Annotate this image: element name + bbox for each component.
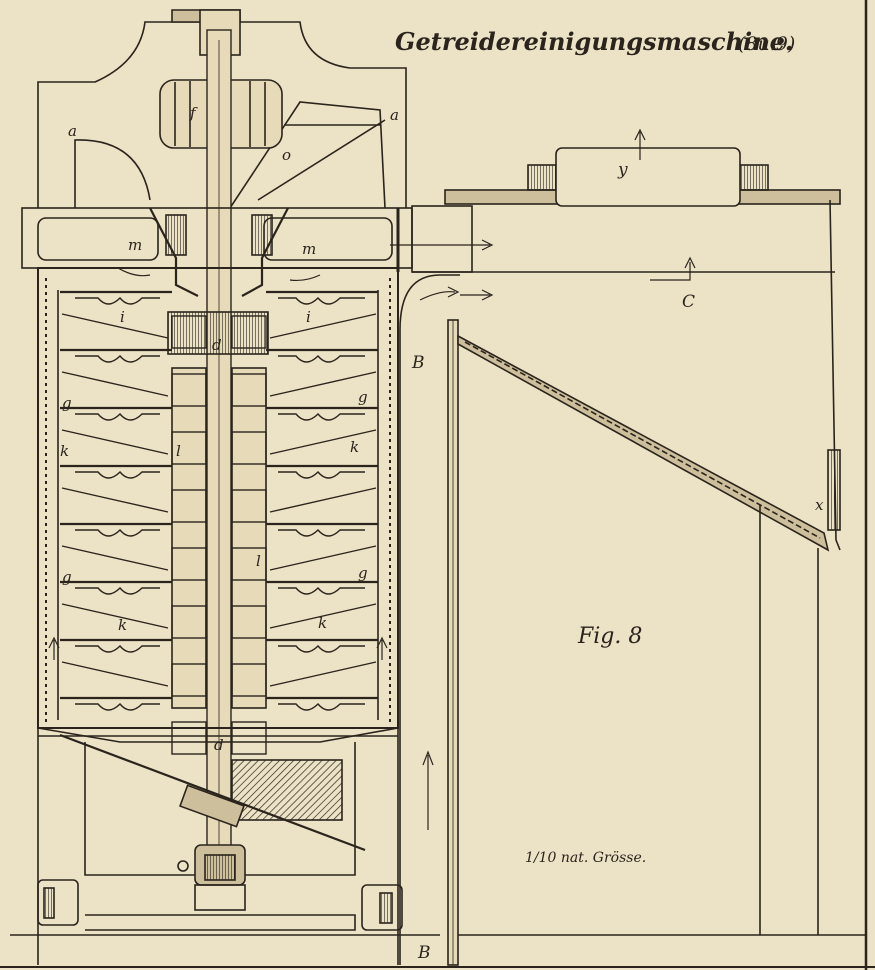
baffle-right bbox=[269, 487, 377, 513]
label-B-upper: B bbox=[411, 353, 425, 373]
trough-right bbox=[278, 702, 365, 711]
label-k-right-2: k bbox=[318, 614, 327, 632]
drum-step-left bbox=[171, 721, 207, 755]
baffle-left bbox=[61, 487, 169, 513]
trough-right bbox=[278, 354, 365, 363]
brush-d bbox=[167, 311, 269, 355]
label-a-left: a bbox=[68, 122, 77, 140]
trough-right bbox=[278, 586, 365, 595]
trough-right bbox=[278, 296, 365, 305]
air-channel bbox=[399, 205, 835, 966]
trough-left bbox=[75, 354, 160, 363]
label-k-left-1: k bbox=[60, 442, 69, 460]
label-a-right: a bbox=[390, 106, 399, 124]
figure-label: Fig. 8 bbox=[577, 624, 642, 649]
baffle-right bbox=[269, 661, 377, 687]
trough-left bbox=[75, 702, 160, 711]
drum-step-left bbox=[171, 547, 207, 581]
drum-step-right bbox=[231, 663, 267, 697]
airflow-arrows bbox=[48, 128, 696, 830]
baffle-right bbox=[269, 429, 377, 455]
baffle-right bbox=[269, 603, 377, 629]
label-l-upper: l bbox=[176, 442, 181, 460]
label-d-upper: d bbox=[212, 336, 222, 354]
lid-y bbox=[555, 147, 741, 207]
drum-step-right bbox=[231, 431, 267, 465]
drum-step-right bbox=[231, 373, 267, 407]
baffle-left bbox=[61, 545, 169, 571]
baffle-left bbox=[61, 603, 169, 629]
settling-chamber bbox=[444, 147, 866, 936]
baffle-left bbox=[61, 429, 169, 455]
trough-left bbox=[75, 412, 160, 421]
label-l-lower: l bbox=[256, 552, 261, 570]
trough-left bbox=[75, 644, 160, 653]
trough-left bbox=[75, 528, 160, 537]
title-ref: (8u.9) bbox=[738, 33, 795, 55]
label-y: y bbox=[617, 160, 628, 180]
hood-inner bbox=[74, 139, 151, 208]
machine-base bbox=[10, 728, 440, 965]
trough-right bbox=[278, 644, 365, 653]
label-f: f bbox=[189, 104, 198, 122]
label-m-right: m bbox=[302, 240, 316, 258]
hopper-o bbox=[229, 101, 386, 209]
drum-step-right bbox=[231, 547, 267, 581]
drum-step-right bbox=[231, 721, 267, 755]
drum-step-right bbox=[231, 489, 267, 523]
label-m-left: m bbox=[128, 236, 142, 254]
trough-right bbox=[278, 528, 365, 537]
label-i-right: i bbox=[306, 308, 311, 326]
drum-step-left bbox=[171, 315, 207, 349]
label-C: C bbox=[682, 292, 695, 312]
drum-step-left bbox=[171, 431, 207, 465]
label-g-left-2: g bbox=[62, 568, 72, 586]
label-g-left-1: g bbox=[62, 394, 72, 412]
label-g-right-2: g bbox=[358, 564, 368, 582]
upper-hood bbox=[37, 21, 407, 208]
baffle-left bbox=[61, 661, 169, 687]
scale-note: 1/10 nat. Grösse. bbox=[525, 850, 646, 866]
title-text: Getreidereinigungsmaschine. bbox=[395, 27, 793, 56]
label-k-left-2: k bbox=[118, 616, 127, 634]
baffle-left bbox=[61, 371, 169, 397]
drum-step-left bbox=[171, 663, 207, 697]
drum-step-left bbox=[171, 373, 207, 407]
trough-right bbox=[278, 470, 365, 479]
trough-left bbox=[75, 296, 160, 305]
label-x: x bbox=[815, 496, 824, 514]
label-k-right-1: k bbox=[350, 438, 359, 456]
sieve-tiers bbox=[60, 290, 378, 755]
trough-left bbox=[75, 470, 160, 479]
drum-step-left bbox=[171, 605, 207, 639]
baffle-left bbox=[61, 313, 169, 339]
sloped-board bbox=[457, 334, 830, 552]
cleaning-machine-section bbox=[21, 9, 413, 881]
baffle-right bbox=[269, 545, 377, 571]
sieve-cylinder-casing bbox=[37, 267, 399, 729]
baffle-right bbox=[269, 313, 377, 339]
drum-step-right bbox=[231, 315, 267, 349]
label-d-lower: d bbox=[214, 736, 224, 754]
trough-left bbox=[75, 586, 160, 595]
label-o: o bbox=[282, 146, 291, 164]
drum-step-left bbox=[171, 489, 207, 523]
label-i-left: i bbox=[120, 308, 125, 326]
baffle-right bbox=[269, 371, 377, 397]
label-g-right-1: g bbox=[358, 388, 368, 406]
trough-right bbox=[278, 412, 365, 421]
drum-step-right bbox=[231, 605, 267, 639]
label-B-lower: B bbox=[417, 943, 431, 963]
